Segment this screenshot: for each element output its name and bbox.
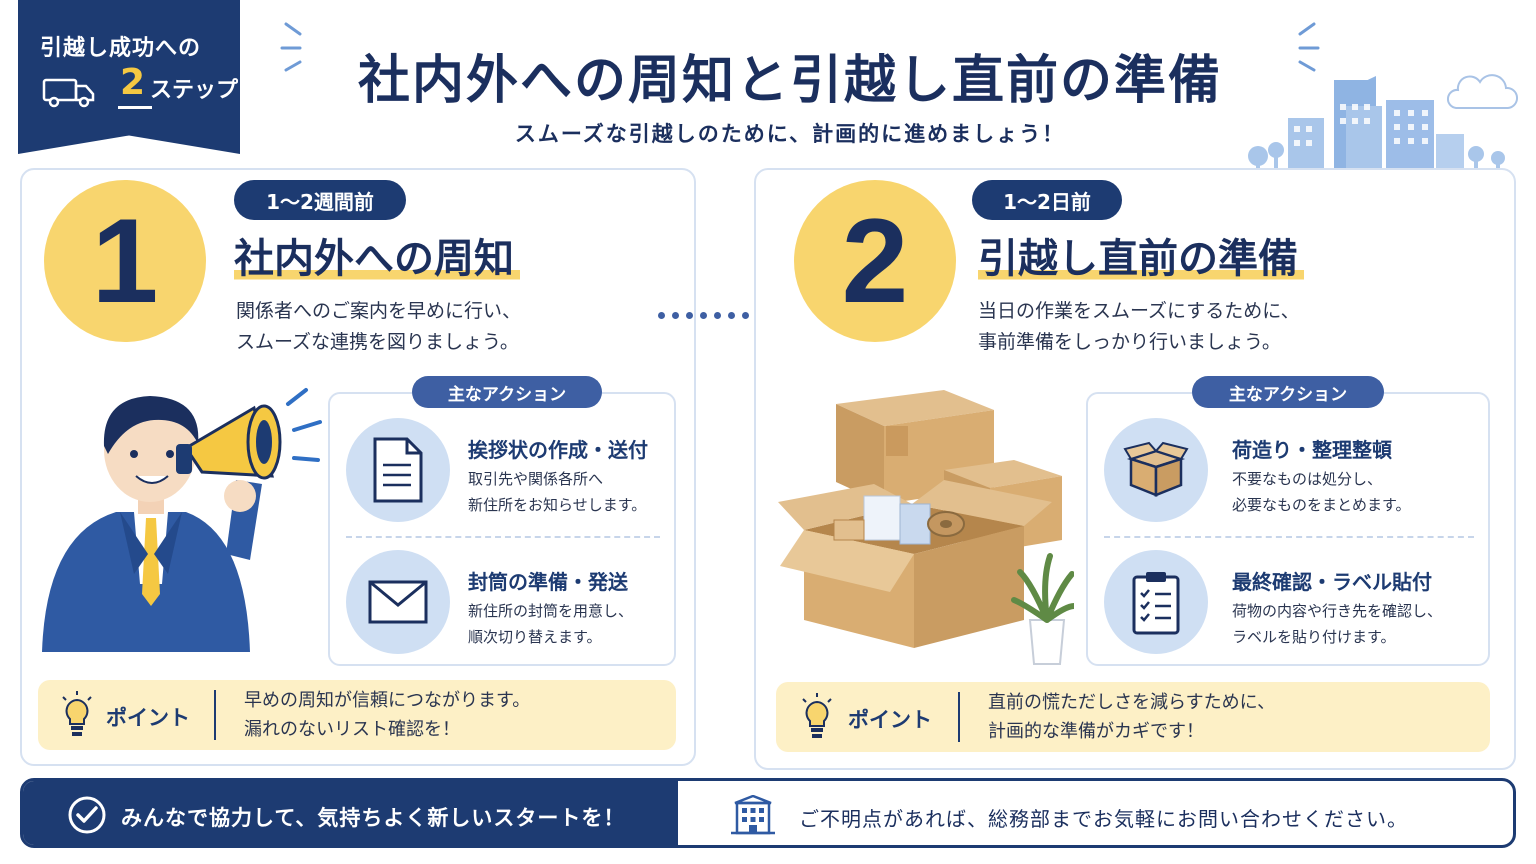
action-desc: 荷物の内容や行き先を確認し、 ラベルを貼り付けます。 xyxy=(1232,598,1442,650)
action-title: 最終確認・ラベル貼付 xyxy=(1232,570,1432,594)
step1-point-box: ポイント 早めの周知が信頼につながります。 漏れのないリスト確認を！ xyxy=(38,680,676,750)
action-desc-line1: 荷物の内容や行き先を確認し、 xyxy=(1232,602,1443,620)
point-line2: 計画的な準備がカギです！ xyxy=(988,721,1204,742)
point-text: 早めの周知が信頼につながります。 漏れのないリスト確認を！ xyxy=(244,686,530,744)
action-desc-line1: 新住所の封筒を用意し、 xyxy=(468,602,634,620)
point-label: ポイント xyxy=(106,706,190,730)
badge-underline xyxy=(118,106,152,109)
step1-number: 1 xyxy=(44,180,206,342)
action-desc-line2: ラベルを貼り付けます。 xyxy=(1232,628,1396,646)
city-skyline-illustration xyxy=(1248,74,1518,168)
moving-boxes-illustration xyxy=(778,390,1074,665)
document-icon xyxy=(346,418,450,522)
lightbulb-icon xyxy=(62,691,92,736)
action-desc-line1: 不要なものは処分し、 xyxy=(1232,470,1383,488)
footer-message: みんなで協力して、気持ちよく新しいスタートを！ xyxy=(121,806,626,830)
point-label: ポイント xyxy=(848,708,932,732)
page-subtitle: スムーズな引越しのために、計画的に進めましょう！ xyxy=(514,122,1066,146)
action-desc-line2: 新住所をお知らせします。 xyxy=(468,496,647,514)
lightbulb-icon xyxy=(802,693,832,738)
point-separator xyxy=(214,690,216,740)
step2-desc-line1: 当日の作業をスムーズにするために、 xyxy=(978,300,1300,322)
action-title: 封筒の準備・発送 xyxy=(468,570,628,594)
truck-icon xyxy=(42,78,95,108)
action-desc-line2: 順次切り替えます。 xyxy=(468,628,602,646)
point-text: 直前の慌ただしさを減らすために、 計画的な準備がカギです！ xyxy=(988,688,1275,746)
step1-actions-label: 主なアクション xyxy=(412,376,602,408)
step2-desc-line2: 事前準備をしっかり行いましょう。 xyxy=(978,331,1281,353)
office-building-icon xyxy=(731,795,775,835)
step2-card: 2 1〜2日前 引越し直前の準備 当日の作業をスムーズにするために、 事前準備を… xyxy=(754,168,1516,770)
footer-bar: みんなで協力して、気持ちよく新しいスタートを！ ご不明点があれば、総務部までお気… xyxy=(20,778,1516,848)
point-line1: 直前の慌ただしさを減らすために、 xyxy=(988,692,1276,713)
action-desc: 取引先や関係各所へ 新住所をお知らせします。 xyxy=(468,466,646,518)
point-line2: 漏れのないリスト確認を！ xyxy=(244,719,460,740)
step1-timing-badge: 1〜2週間前 xyxy=(234,180,406,220)
action-desc-line2: 必要なものをまとめます。 xyxy=(1232,496,1411,514)
footer-left: みんなで協力して、気持ちよく新しいスタートを！ xyxy=(23,781,678,845)
step2-number: 2 xyxy=(794,180,956,342)
step2-description: 当日の作業をスムーズにするために、 事前準備をしっかり行いましょう。 xyxy=(978,296,1300,358)
envelope-icon xyxy=(346,550,450,654)
step1-actions-box: 主なアクション 挨拶状の作成・送付 取引先や関係各所へ 新住所をお知らせします。… xyxy=(328,376,676,666)
step1-card: 1 1〜2週間前 社内外への周知 関係者へのご案内を早めに行い、 スムーズな連携… xyxy=(20,168,696,766)
action-desc: 新住所の封筒を用意し、 順次切り替えます。 xyxy=(468,598,633,650)
step2-actions-box: 主なアクション 荷造り・整理整頓 不要なものは処分し、 必要なものをまとめます。 xyxy=(1086,376,1490,666)
step1-description: 関係者へのご案内を早めに行い、 スムーズな連携を図りましょう。 xyxy=(236,296,521,358)
step-badge: 引越し成功への 2 ステップ xyxy=(18,0,240,154)
badge-step-number: 2 xyxy=(120,62,146,103)
footer-contact-text: ご不明点があれば、総務部までお気軽にお問い合わせください。 xyxy=(799,807,1408,831)
box-icon xyxy=(1104,418,1208,522)
step1-desc-line1: 関係者へのご案内を早めに行い、 xyxy=(236,300,522,322)
badge-line1: 引越し成功への xyxy=(40,36,202,61)
step2-point-box: ポイント 直前の慌ただしさを減らすために、 計画的な準備がカギです！ xyxy=(776,682,1490,752)
step2-title: 引越し直前の準備 xyxy=(978,226,1304,284)
point-line1: 早めの周知が信頼につながります。 xyxy=(244,690,531,711)
action-desc: 不要なものは処分し、 必要なものをまとめます。 xyxy=(1232,466,1411,518)
point-separator xyxy=(958,692,960,742)
spark-left-icon xyxy=(280,22,302,72)
divider xyxy=(346,536,660,538)
divider xyxy=(1104,536,1474,538)
badge-line2: ステップ xyxy=(150,78,239,103)
action-title: 挨拶状の作成・送付 xyxy=(468,438,648,462)
spark-right-icon xyxy=(1298,22,1320,72)
check-circle-icon xyxy=(68,796,106,834)
page-title: 社内外への周知と引越し直前の準備 xyxy=(357,51,1222,111)
clipboard-icon xyxy=(1104,550,1208,654)
businessman-megaphone-illustration xyxy=(42,388,322,652)
step1-desc-line2: スムーズな連携を図りましょう。 xyxy=(236,331,519,353)
step2-actions-label: 主なアクション xyxy=(1192,376,1384,408)
action-title: 荷造り・整理整頓 xyxy=(1232,438,1392,462)
action-desc-line1: 取引先や関係各所へ xyxy=(468,470,604,488)
step1-title: 社内外への周知 xyxy=(234,226,520,284)
step2-timing-badge: 1〜2日前 xyxy=(972,180,1122,220)
